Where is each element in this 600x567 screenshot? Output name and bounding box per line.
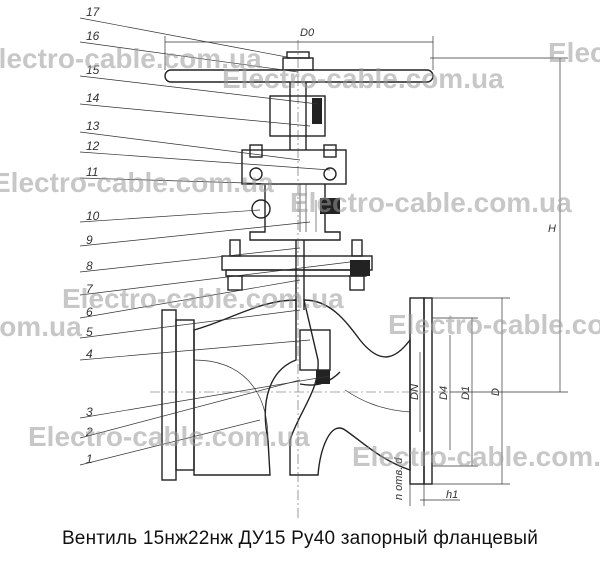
leader-lines bbox=[79, 17, 351, 466]
dim-label-d4: D4 bbox=[438, 386, 450, 400]
dimension-labels: D0 H DN D4 D1 D h1 n отв. d bbox=[300, 27, 556, 501]
part-number-3: 3 bbox=[86, 405, 93, 419]
dim-label-h: H bbox=[548, 223, 556, 235]
part-number-6: 6 bbox=[86, 305, 93, 319]
dim-label-dn: DN bbox=[409, 384, 421, 400]
part-number-11: 11 bbox=[86, 165, 98, 179]
dimension-lines bbox=[164, 36, 568, 506]
part-number-5: 5 bbox=[86, 325, 93, 339]
part-number-10: 10 bbox=[86, 209, 100, 223]
dim-label-holes: n отв. d bbox=[393, 457, 405, 500]
watermark: Electro-cable.com.ua bbox=[0, 311, 82, 342]
dim-label-d1: D1 bbox=[460, 386, 472, 400]
dim-label-h1: h1 bbox=[446, 489, 458, 501]
part-number-12: 12 bbox=[86, 139, 100, 153]
caption: Вентиль 15нж22нж ДУ15 Ру40 запорный флан… bbox=[61, 528, 539, 549]
watermark: Electro-cable.com.ua bbox=[352, 441, 600, 472]
part-number-14: 14 bbox=[86, 91, 100, 105]
part-number-9: 9 bbox=[86, 233, 93, 247]
valve-body bbox=[161, 297, 433, 485]
watermark: Electro-cable.com.ua bbox=[222, 63, 504, 94]
watermark: Electro-cable.com.ua bbox=[0, 43, 262, 74]
part-number-7: 7 bbox=[86, 282, 94, 296]
part-number-labels: 17 16 15 14 13 12 11 10 9 8 7 6 5 4 3 2 … bbox=[85, 5, 101, 466]
watermark: Electro-cable.com.ua bbox=[0, 167, 274, 198]
watermark: Electro-cable.com.ua bbox=[290, 187, 572, 218]
dim-label-d: D bbox=[490, 388, 502, 396]
part-number-16: 16 bbox=[86, 29, 100, 43]
part-number-13: 13 bbox=[86, 119, 100, 133]
watermark: Electro-cable.com.ua bbox=[28, 421, 310, 452]
watermark: Electro-cable.com.ua bbox=[388, 309, 600, 340]
watermark: Electro-cable.com.ua bbox=[548, 37, 600, 68]
stem-bonnet bbox=[241, 82, 347, 241]
part-number-17: 17 bbox=[86, 5, 101, 19]
part-number-15: 15 bbox=[86, 63, 100, 77]
watermark: Electro-cable.com.ua bbox=[62, 283, 344, 314]
part-number-2: 2 bbox=[85, 425, 93, 439]
watermarks: Electro-cable.com.ua Electro-cable.com.u… bbox=[0, 37, 600, 472]
bonnet-flange bbox=[221, 239, 373, 310]
dim-label-d0: D0 bbox=[300, 27, 315, 39]
part-number-8: 8 bbox=[86, 259, 93, 273]
part-number-4: 4 bbox=[86, 347, 93, 361]
part-number-1: 1 bbox=[86, 452, 93, 466]
